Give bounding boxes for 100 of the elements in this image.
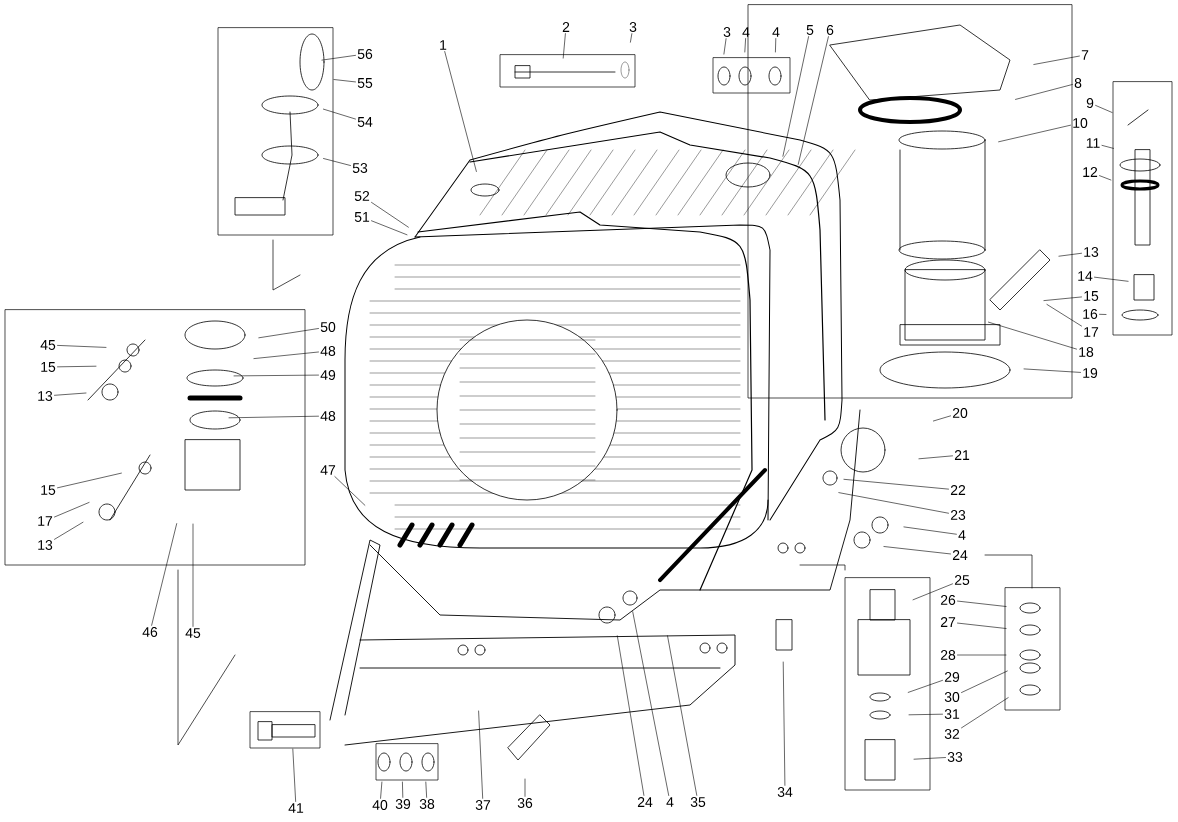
leader-line xyxy=(562,33,566,59)
leader-line xyxy=(54,502,90,518)
callout-number: 36 xyxy=(517,798,533,808)
leader-line xyxy=(617,635,645,796)
callout-number: 15 xyxy=(41,485,56,495)
callout-number: 4 xyxy=(742,27,750,37)
callout-number: 39 xyxy=(395,799,411,809)
leader-line xyxy=(321,55,356,61)
callout-number: 53 xyxy=(352,163,368,173)
callout-number: 31 xyxy=(944,709,960,719)
callout-number: 45 xyxy=(185,628,201,638)
callout-number: 11 xyxy=(1086,138,1100,148)
callout-number: 2 xyxy=(562,22,570,32)
callout-number: 8 xyxy=(1074,78,1082,88)
callout-number: 35 xyxy=(690,797,706,807)
callout-number: 25 xyxy=(954,575,970,585)
leader-line xyxy=(192,523,194,627)
callout-number: 49 xyxy=(320,370,336,380)
leader-line xyxy=(253,351,319,359)
leader-line xyxy=(1023,368,1081,373)
leader-line xyxy=(843,479,949,490)
leader-line xyxy=(998,124,1071,143)
callout-number: 3 xyxy=(723,27,731,37)
callout-number: 56 xyxy=(357,49,373,59)
callout-number: 4 xyxy=(772,27,780,37)
leader-line xyxy=(444,51,477,172)
callout-number: 3 xyxy=(629,22,637,32)
callout-number: 10 xyxy=(1073,118,1088,128)
leader-line xyxy=(233,374,319,377)
leader-line xyxy=(1043,296,1082,301)
callout-number: 50 xyxy=(320,322,336,332)
callout-number: 24 xyxy=(952,550,968,560)
callout-number: 6 xyxy=(826,25,834,35)
leader-line xyxy=(1099,314,1107,315)
leader-line xyxy=(1033,55,1080,65)
leader-line xyxy=(775,38,777,53)
leader-line xyxy=(371,220,408,236)
leader-line xyxy=(933,415,951,422)
callout-number: 19 xyxy=(1083,368,1098,378)
callout-number: 33 xyxy=(947,752,963,762)
callout-number: 16 xyxy=(1083,309,1098,319)
leader-line xyxy=(1099,175,1112,181)
leader-line xyxy=(744,38,746,53)
leader-line xyxy=(228,415,319,419)
leader-line xyxy=(883,546,951,555)
leader-line xyxy=(630,33,633,43)
leader-line xyxy=(912,583,953,601)
leader-line xyxy=(258,328,319,339)
leader-line xyxy=(957,654,1007,656)
leader-line xyxy=(907,680,943,693)
leader-line xyxy=(425,781,427,798)
leader-line xyxy=(961,697,1009,729)
leader-line xyxy=(333,79,356,83)
callout-number: 46 xyxy=(142,627,158,637)
callout-number: 13 xyxy=(38,540,53,550)
callout-number: 29 xyxy=(944,672,960,682)
leader-line xyxy=(797,36,829,165)
leader-line xyxy=(478,710,483,799)
leader-line xyxy=(667,635,698,796)
leader-line xyxy=(1094,276,1129,282)
callout-number: 18 xyxy=(1079,347,1094,357)
leader-line xyxy=(54,521,84,540)
callout-number: 4 xyxy=(958,530,966,540)
leader-line xyxy=(323,108,356,120)
callout-number: 37 xyxy=(475,800,491,810)
callout-number: 27 xyxy=(940,617,956,627)
leader-line xyxy=(380,781,383,799)
callout-number: 12 xyxy=(1083,167,1098,177)
callout-number: 14 xyxy=(1078,271,1093,281)
callout-number: 40 xyxy=(372,800,388,810)
callout-number: 4 xyxy=(666,797,674,807)
leader-line xyxy=(57,472,122,489)
callout-number: 55 xyxy=(357,78,373,88)
callout-number: 23 xyxy=(950,510,966,520)
leader-line xyxy=(1095,105,1113,113)
leader-line xyxy=(632,611,670,796)
leader-line xyxy=(371,202,409,228)
callout-number: 54 xyxy=(357,117,373,127)
leader-line xyxy=(782,661,786,786)
callout-number: 47 xyxy=(320,465,336,475)
leader-line xyxy=(323,158,351,166)
leader-line xyxy=(961,670,1008,693)
callout-number: 15 xyxy=(1084,291,1099,301)
callout-number: 9 xyxy=(1086,98,1094,108)
leader-line xyxy=(54,392,87,396)
leader-line xyxy=(957,622,1007,629)
callout-number: 15 xyxy=(41,362,56,372)
callout-number: 1 xyxy=(440,40,447,50)
leader-line xyxy=(1101,145,1114,149)
callout-number: 32 xyxy=(944,729,960,739)
leader-line xyxy=(723,38,727,55)
callout-number: 34 xyxy=(777,787,793,797)
leader-line xyxy=(908,713,943,716)
callout-number: 41 xyxy=(288,803,304,813)
leader-line xyxy=(913,757,946,760)
leader-line xyxy=(402,781,404,798)
callout-number: 22 xyxy=(950,485,966,495)
callout-number: 13 xyxy=(1084,247,1099,257)
callout-number: 48 xyxy=(320,346,336,356)
leader-line xyxy=(151,523,177,626)
